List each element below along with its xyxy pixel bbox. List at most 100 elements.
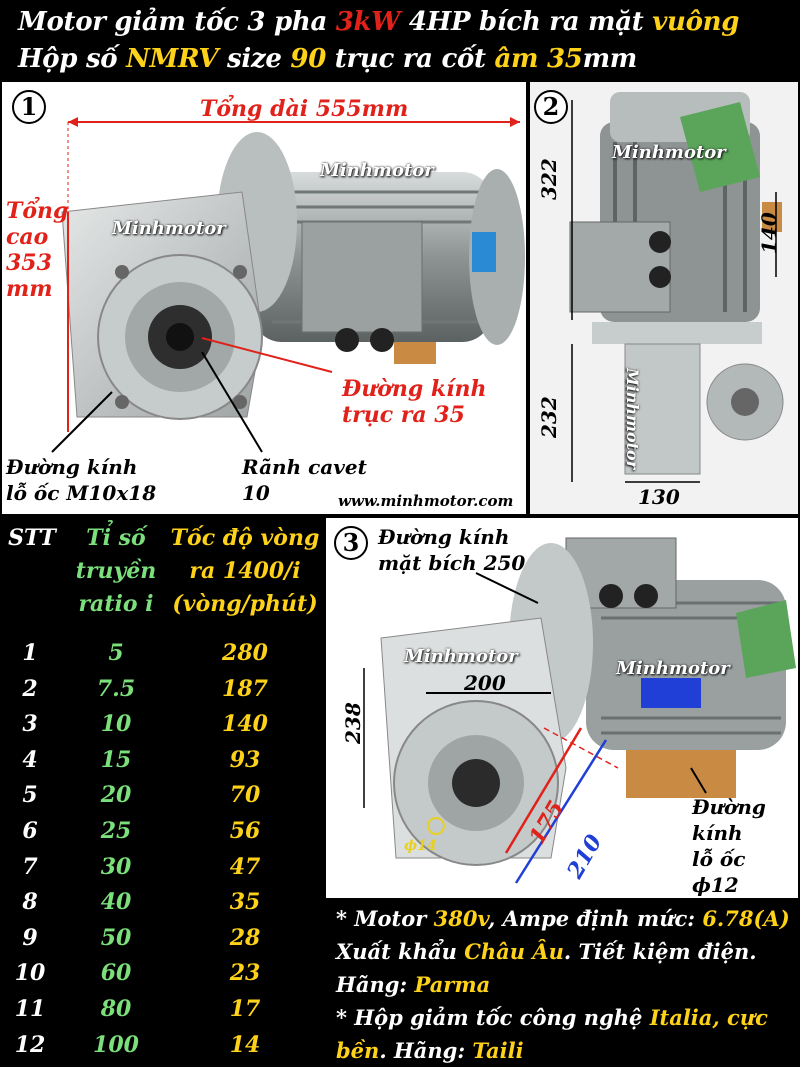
row-ratio: 25 — [100, 818, 132, 844]
note-highlight: Parma — [414, 972, 491, 997]
note-highlight: 6.78(A) — [702, 906, 790, 931]
row-stt: 5 — [22, 782, 38, 809]
motor-photo-top — [530, 82, 798, 514]
row-stt: 10 — [14, 960, 46, 987]
keyway-line: Rãnh cavet — [242, 455, 367, 479]
note-line: bền. Hãng: Taili — [336, 1034, 796, 1067]
note-highlight: Châu Âu — [464, 939, 564, 964]
bolt-hole-12-line: lỗ ốc ϕ12 — [692, 847, 746, 897]
row-ratio: 7.5 — [96, 675, 136, 702]
note-text: Xuất khẩu — [336, 939, 465, 964]
bolt-hole-12-label: Đường kính lỗ ốc ϕ12 — [692, 794, 798, 898]
header-text: Motor giảm tốc 3 pha — [18, 7, 336, 37]
bolt-hole-line: Đường kính — [6, 455, 138, 479]
row-speed: 56 — [229, 818, 261, 844]
row-speed: 23 — [229, 960, 261, 987]
power-highlight: 3kW — [335, 7, 401, 37]
watermark: Minhmotor — [623, 368, 642, 470]
note-highlight: bền — [336, 1038, 380, 1063]
shaft-highlight: âm 35 — [494, 44, 583, 74]
total-height-line: Tổng — [6, 198, 69, 224]
header-text: mm — [582, 44, 638, 74]
note-text: Hãng: — [336, 972, 415, 997]
note-line: Xuất khẩu Châu Âu. Tiết kiệm điện. — [336, 935, 796, 968]
total-height-line: mm — [6, 276, 53, 302]
row-stt: 1 — [22, 640, 38, 666]
panel-number: 2 — [534, 90, 568, 124]
table-row: 6 25 56 — [0, 816, 324, 852]
row-stt: 11 — [14, 996, 46, 1022]
note-line: * Hộp giảm tốc công nghệ Italia, cực — [336, 1001, 796, 1034]
bolt-hole-label: Đường kính lỗ ốc M10x18 — [6, 454, 156, 506]
row-speed: 140 — [222, 711, 268, 738]
note-highlight: Italia — [649, 1005, 713, 1030]
website-label: www.minhmotor.com — [338, 492, 514, 510]
keyway-line: 10 — [242, 481, 270, 505]
watermark: Minhmotor — [112, 218, 226, 239]
panel-number: 3 — [334, 526, 368, 560]
table-header: STT Tỉ số truyền ratio i Tốc độ vòng ra … — [0, 518, 324, 638]
row-stt: 6 — [22, 818, 38, 844]
flange-diameter-line: Đường kính — [378, 525, 510, 549]
width-label: 130 — [638, 485, 680, 509]
row-stt: 12 — [14, 1031, 46, 1058]
total-length-label: Tổng dài 555mm — [200, 96, 409, 122]
row-ratio: 50 — [100, 924, 132, 951]
watermark: Minhmotor — [612, 142, 726, 163]
row-speed: 70 — [229, 782, 261, 809]
header-ratio-line: truyền — [75, 558, 157, 584]
phi14-label: ϕ14 — [404, 838, 437, 854]
photo-panel-1: 1 Tổng dài 555mm Tổng cao 353 mm Đường k… — [2, 82, 526, 514]
row-speed: 14 — [229, 1031, 261, 1058]
flange-diameter-line: mặt bích 250 — [378, 551, 526, 575]
model-highlight: NMRV — [126, 44, 219, 74]
row-speed: 187 — [222, 675, 268, 702]
table-row: 12 100 14 — [0, 1030, 324, 1066]
row-speed: 35 — [229, 889, 261, 916]
shaft-diameter-line: trục ra 35 — [342, 402, 465, 428]
note-text: * Motor — [336, 906, 434, 931]
note-text: . Tiết kiệm điện. — [563, 939, 757, 964]
note-highlight: , cực — [712, 1005, 768, 1030]
header-speed: Tốc độ vòng ra 1400/i (vòng/phút) — [166, 522, 324, 621]
row-ratio: 100 — [93, 1031, 139, 1058]
watermark: Minhmotor — [404, 646, 518, 667]
photo-panel-3: 3 Đường kính mặt bích 250 238 200 175 21… — [326, 518, 798, 898]
row-ratio: 80 — [100, 996, 132, 1022]
motor-photo-front — [326, 518, 798, 898]
header-text: Hộp số — [18, 44, 127, 74]
shaft-diameter-label: Đường kính trục ra 35 — [342, 376, 487, 428]
row-stt: 2 — [22, 675, 38, 702]
row-ratio: 20 — [100, 782, 132, 809]
header-text: size — [218, 44, 291, 74]
size-highlight: 90 — [290, 44, 326, 74]
header-speed-line: (vòng/phút) — [172, 591, 318, 617]
header-speed-line: Tốc độ vòng — [170, 525, 320, 551]
table-row: 5 20 70 — [0, 780, 324, 816]
flange-highlight: vuông — [652, 7, 740, 37]
header-text: trục ra cốt — [326, 44, 495, 74]
row-ratio: 30 — [100, 853, 132, 880]
bolt-hole-12-line: Đường — [692, 795, 766, 819]
row-speed: 93 — [229, 746, 261, 773]
total-height-line: cao — [6, 224, 49, 250]
watermark: Minhmotor — [616, 658, 730, 679]
row-stt: 8 — [22, 889, 38, 916]
gear-height-label: 232 — [537, 396, 561, 438]
row-speed: 47 — [229, 853, 261, 880]
header-ratio-line: ratio i — [78, 591, 154, 617]
note-highlight: 380v — [433, 906, 488, 931]
note-text: * Hộp giảm tốc công nghệ — [336, 1005, 650, 1030]
row-speed: 280 — [222, 640, 268, 666]
total-height-line: 353 — [6, 250, 52, 276]
spec-notes: * Motor 380v, Ampe định mức: 6.78(A) Xuấ… — [326, 898, 800, 1067]
page-header: Motor giảm tốc 3 pha 3kW 4HP bích ra mặt… — [0, 0, 800, 82]
note-line: Hãng: Parma — [336, 968, 796, 1001]
